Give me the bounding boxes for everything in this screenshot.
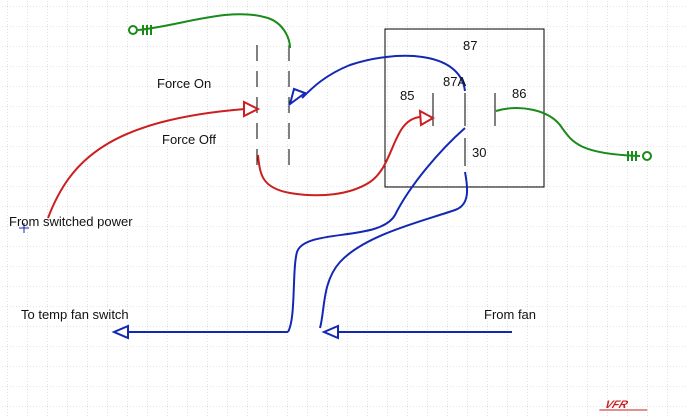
label-pin-86: 86 — [512, 86, 526, 101]
relay-terminals — [432, 93, 496, 166]
relay-box — [384, 28, 545, 188]
label-to-temp-fan-switch: To temp fan switch — [21, 307, 129, 322]
label-from-switched-power: From switched power — [9, 214, 133, 229]
label-force-on: Force On — [157, 76, 211, 91]
arrow-to-temp-switch — [111, 324, 129, 340]
crosshair-cursor-icon — [19, 223, 29, 233]
ground-wires — [128, 13, 652, 161]
label-pin-30: 30 — [472, 145, 486, 160]
power-wires — [47, 100, 436, 219]
fan-arrow-switch — [288, 87, 308, 107]
force-switch — [256, 45, 290, 172]
power-wire-in — [47, 108, 246, 219]
logo-text: VFR — [603, 399, 630, 411]
fan-wire-30-right — [319, 171, 469, 329]
label-force-off: Force Off — [162, 132, 216, 147]
power-arrow-85 — [418, 109, 436, 127]
vfr-logo: VFR — [599, 399, 648, 411]
power-arrow-in — [243, 100, 261, 118]
ground-wire-relay — [495, 107, 641, 157]
label-from-fan: From fan — [484, 307, 536, 322]
label-pin-87: 87 — [463, 38, 477, 53]
label-pin-87a: 87A — [443, 74, 466, 89]
ground-terminal-relay — [642, 151, 652, 161]
power-wire-to-85 — [257, 116, 421, 197]
arrow-from-fan — [321, 324, 339, 340]
fan-wires — [111, 54, 512, 340]
fan-wire-30-left — [287, 127, 466, 333]
ground-terminal-switch — [128, 25, 138, 35]
fan-wire-87a-to-switch — [301, 54, 466, 99]
ground-wire-switch — [137, 13, 291, 49]
label-pin-85: 85 — [400, 88, 414, 103]
